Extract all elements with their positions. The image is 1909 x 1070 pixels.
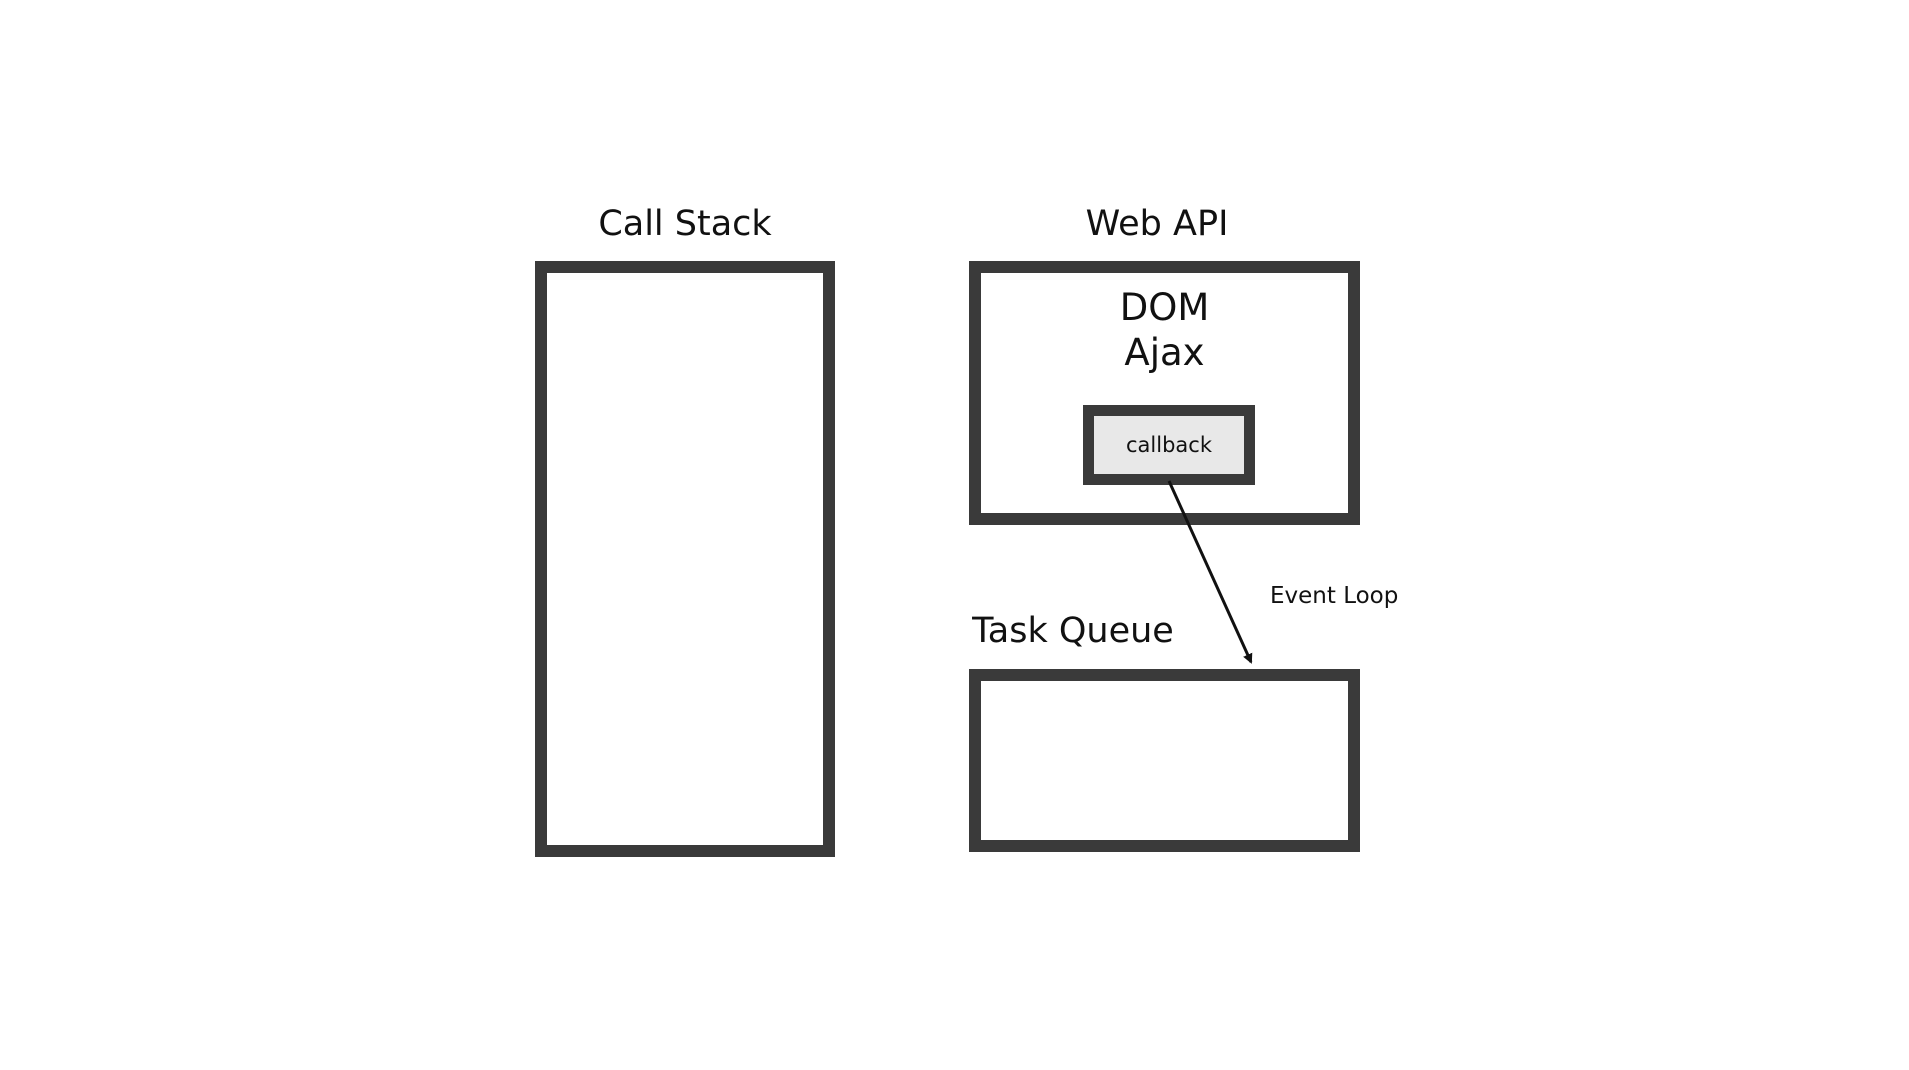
call-stack-box bbox=[535, 261, 835, 857]
call-stack-title: Call Stack bbox=[598, 204, 772, 244]
web-api-items: DOM Ajax bbox=[969, 285, 1360, 375]
web-api-item-ajax: Ajax bbox=[1124, 331, 1205, 374]
web-api-item-dom: DOM bbox=[1119, 286, 1210, 329]
event-loop-label: Event Loop bbox=[1270, 583, 1399, 609]
callback-label: callback bbox=[1126, 433, 1212, 457]
web-api-title: Web API bbox=[1085, 204, 1229, 244]
task-queue-title: Task Queue bbox=[972, 611, 1174, 651]
callback-box: callback bbox=[1083, 405, 1255, 485]
task-queue-box bbox=[969, 669, 1360, 852]
